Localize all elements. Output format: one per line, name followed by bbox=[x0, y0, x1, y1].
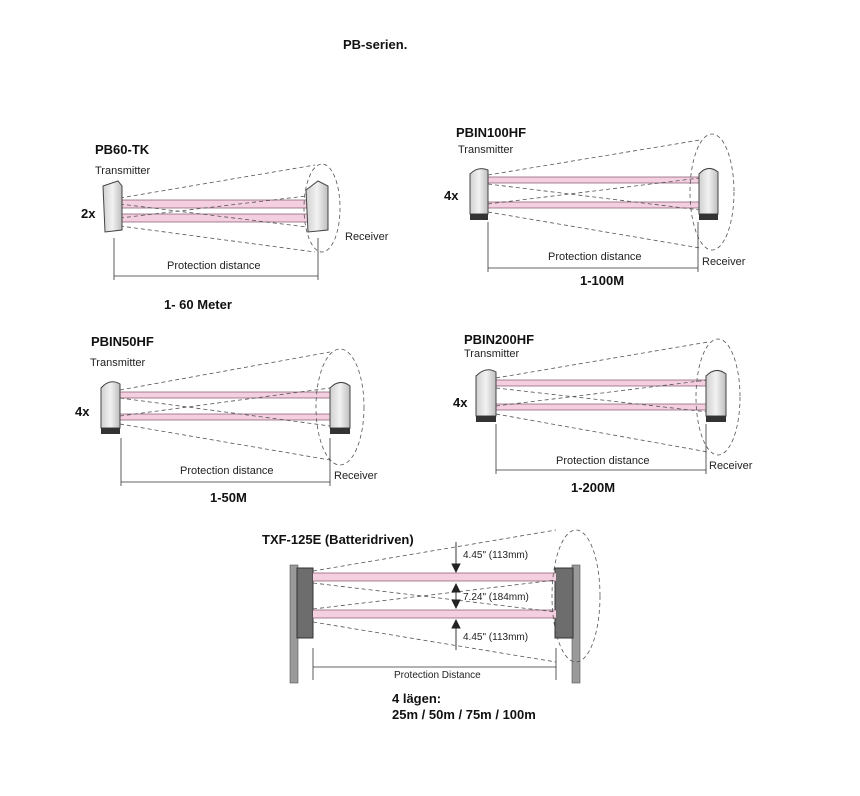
pb60-diagram bbox=[102, 163, 341, 280]
pb60-transmitter-label: Transmitter bbox=[95, 165, 151, 177]
pbin100-receiver-device bbox=[698, 168, 719, 215]
pb60-count-label: 2x bbox=[81, 206, 96, 221]
pbin50-transmitter-device bbox=[100, 381, 121, 429]
pbin50-count-label: 4x bbox=[75, 404, 90, 419]
pbin50-range-label: 1-50M bbox=[210, 490, 247, 505]
pbin200-transmitter-label: Transmitter bbox=[464, 348, 520, 360]
pb60-model-label: PB60-TK bbox=[95, 142, 150, 157]
txf-receiver-device bbox=[554, 567, 574, 639]
pbin200-receiver-label: Receiver bbox=[709, 460, 753, 472]
pbin50-transmitter-label: Transmitter bbox=[90, 357, 146, 369]
pbin100-distance-label: Protection distance bbox=[548, 251, 642, 263]
pbin200-distance-label: Protection distance bbox=[556, 455, 650, 467]
pbin100-transmitter-label: Transmitter bbox=[458, 144, 514, 156]
pbin200-diagram bbox=[475, 338, 741, 474]
pbin200-receiver-device bbox=[705, 370, 727, 417]
pbin50-distance-label: Protection distance bbox=[180, 465, 274, 477]
pbin50-receiver-label: Receiver bbox=[334, 470, 378, 482]
txf-transmitter-device bbox=[296, 567, 314, 639]
txf-positions-values: 25m / 50m / 75m / 100m bbox=[392, 707, 536, 722]
txf-distance-label: Protection Distance bbox=[394, 670, 481, 681]
txf-positions-heading: 4 lägen: bbox=[392, 691, 442, 706]
txf-diagram bbox=[289, 529, 601, 684]
beam-bottom bbox=[120, 214, 310, 222]
pbin200-count-label: 4x bbox=[453, 395, 468, 410]
pb60-distance-label: Protection distance bbox=[167, 260, 261, 272]
pb60-receiver-device bbox=[305, 180, 329, 233]
pbin100-range-label: 1-100M bbox=[580, 273, 625, 288]
pbin50-model-label: PBIN50HF bbox=[91, 334, 154, 349]
pbin50-diagram bbox=[100, 348, 365, 486]
txf-dim-bottom-label: 4.45" (113mm) bbox=[463, 632, 529, 643]
pbin100-diagram bbox=[469, 133, 735, 272]
pb60-receiver-label: Receiver bbox=[345, 231, 389, 243]
txf-model-label: TXF-125E (Batteridriven) bbox=[262, 532, 414, 547]
beam-top bbox=[120, 200, 310, 208]
pbin100-receiver-label: Receiver bbox=[702, 256, 746, 268]
pb60-transmitter-device bbox=[102, 180, 123, 233]
pbin200-transmitter-device bbox=[475, 369, 497, 417]
pbin50-receiver-device bbox=[329, 382, 351, 429]
txf-dim-mid-label: 7.24" (184mm) bbox=[463, 592, 529, 603]
pbin100-model-label: PBIN100HF bbox=[456, 125, 527, 140]
pbin100-count-label: 4x bbox=[444, 188, 459, 203]
pbin100-transmitter-device bbox=[469, 168, 489, 215]
page-title: PB-serien. bbox=[343, 37, 408, 52]
txf-dim-top-label: 4.45" (113mm) bbox=[463, 550, 529, 561]
pbin200-range-label: 1-200M bbox=[571, 480, 616, 495]
pb60-range-label: 1- 60 Meter bbox=[164, 297, 232, 312]
pbin200-model-label: PBIN200HF bbox=[464, 332, 535, 347]
